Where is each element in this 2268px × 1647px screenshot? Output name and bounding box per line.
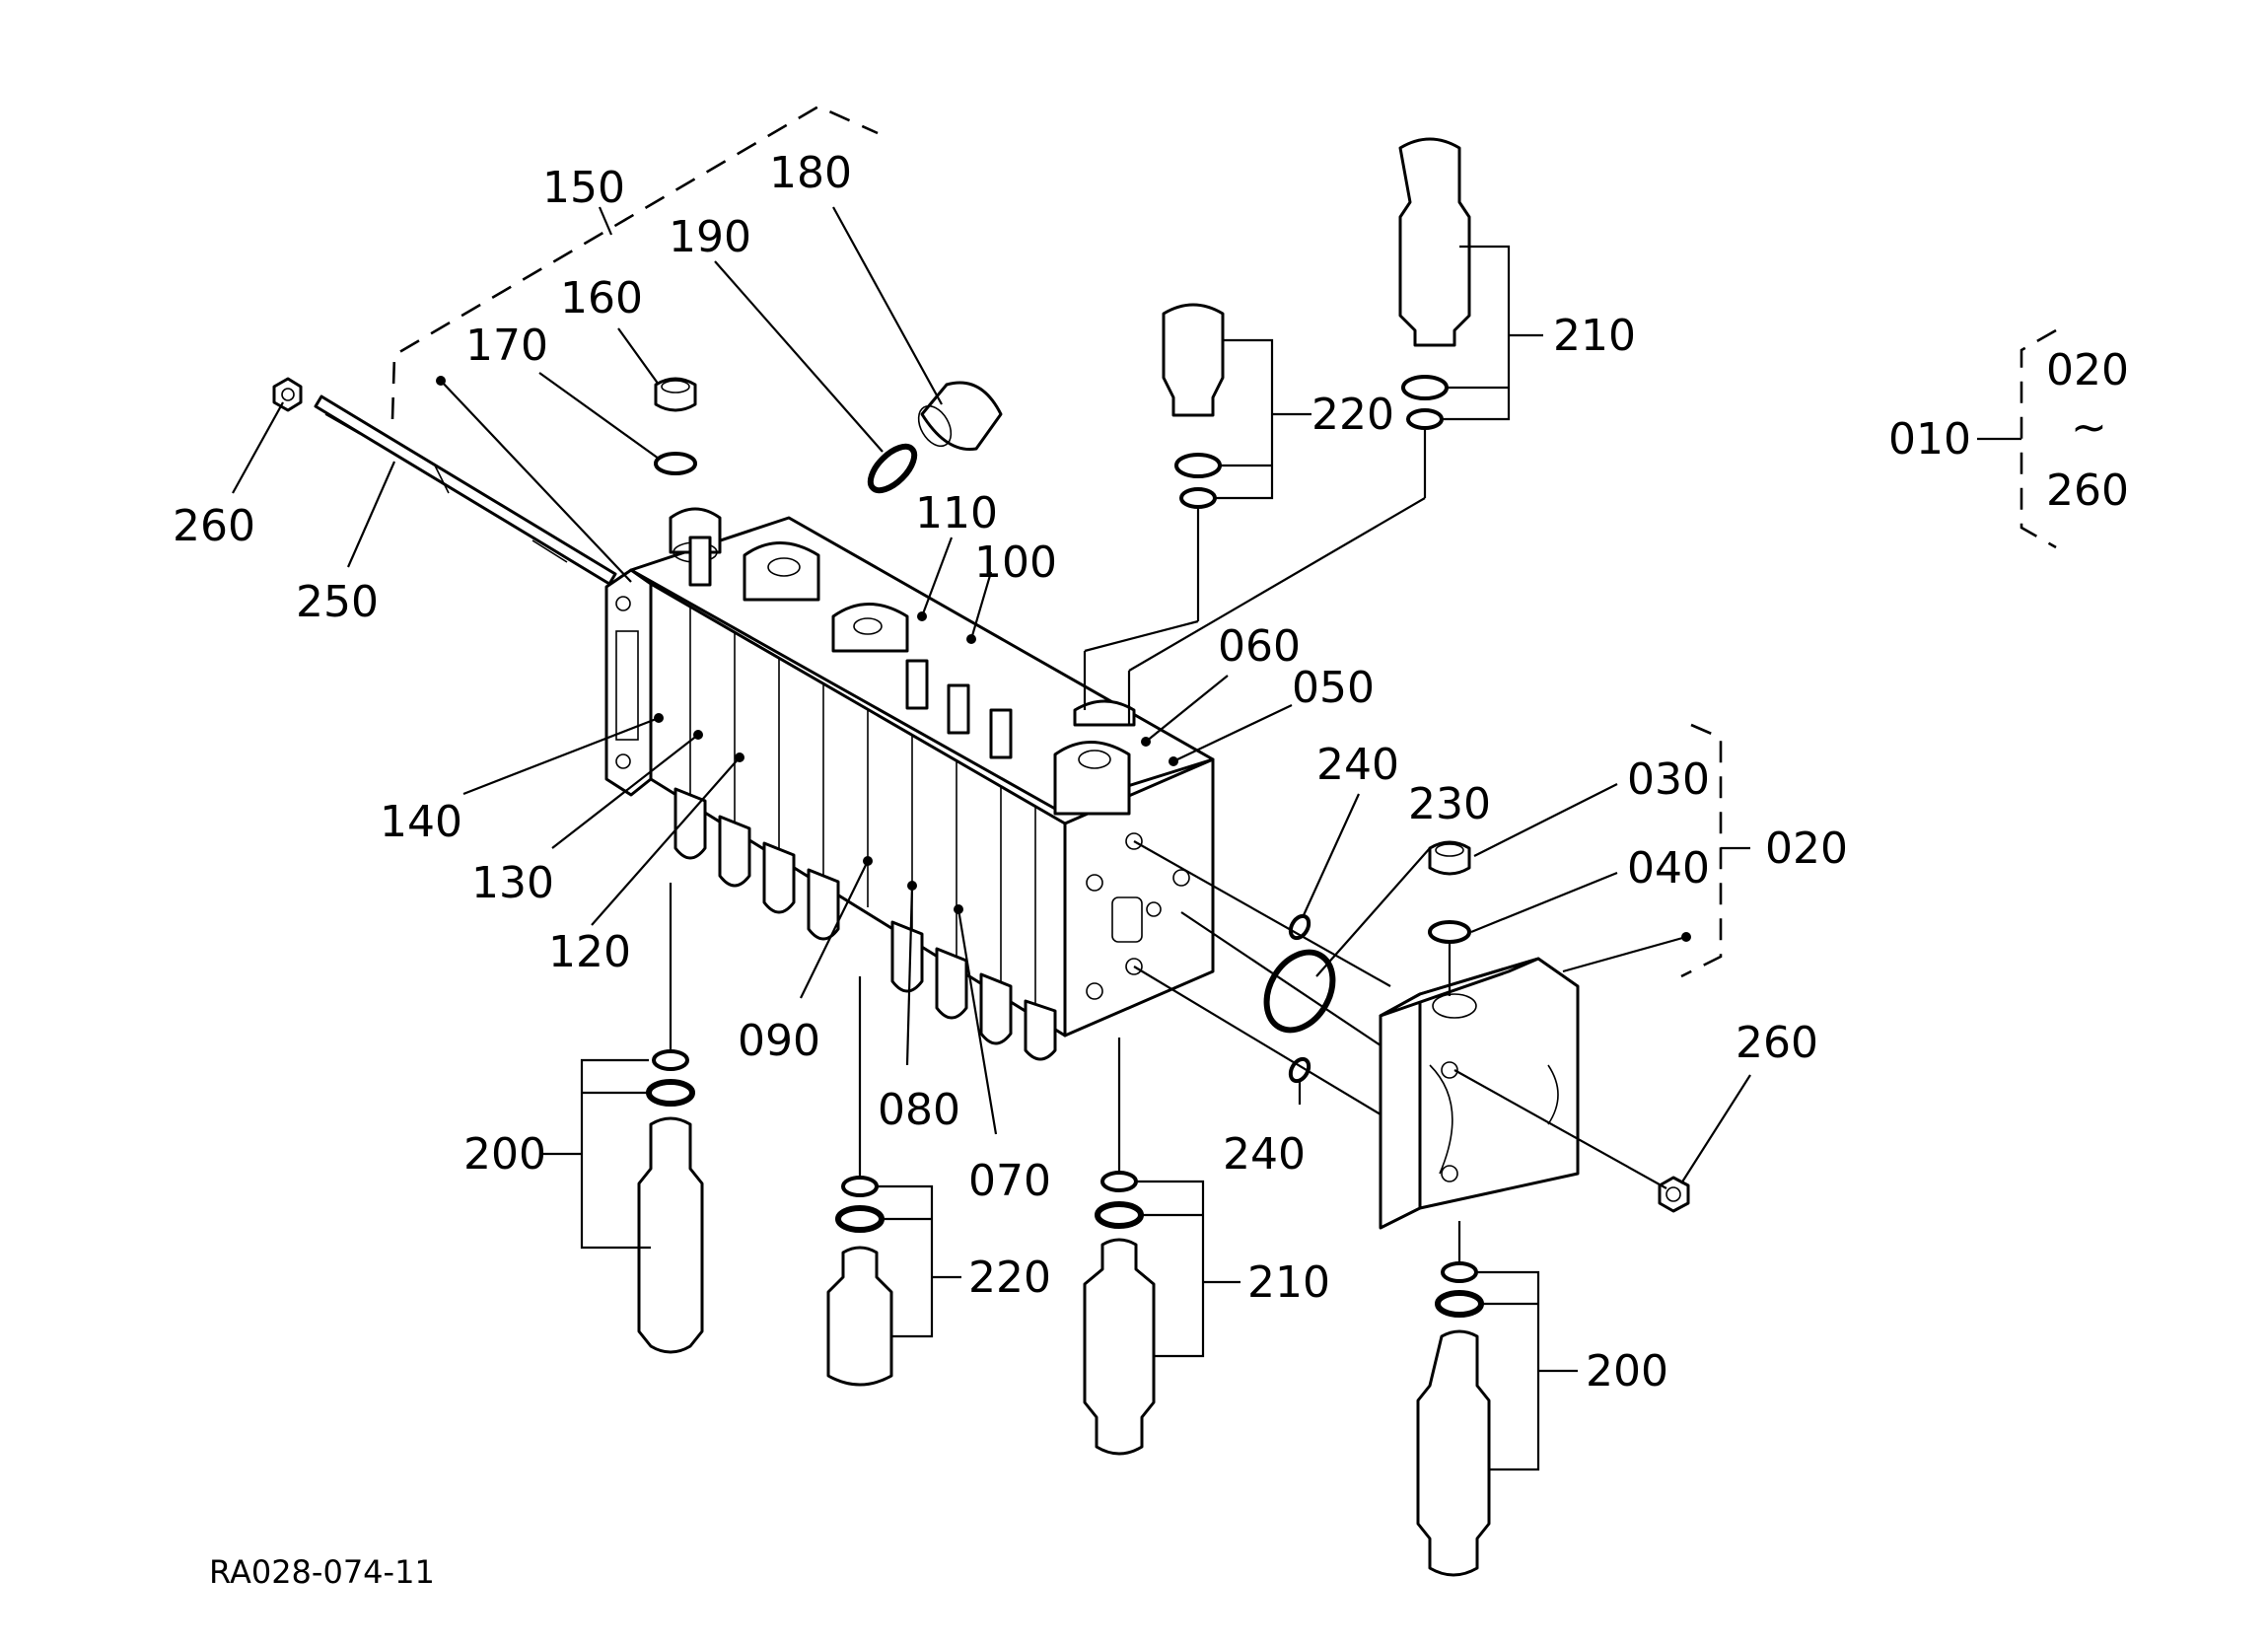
plugs: [654, 377, 1471, 944]
callout-range-tilde: ~: [2071, 402, 2107, 453]
callout-220-bottom: 220: [968, 1253, 1051, 1303]
leader-lines: [232, 105, 2057, 1471]
callout-050: 050: [1292, 663, 1375, 713]
callout-100: 100: [974, 537, 1057, 588]
callout-140: 140: [380, 797, 462, 847]
callout-120: 120: [548, 927, 631, 977]
callout-090: 090: [738, 1016, 820, 1066]
cartridges-bottom: [637, 1049, 1491, 1577]
callout-080: 080: [878, 1085, 960, 1135]
callout-240-top: 240: [1316, 740, 1399, 790]
callout-070: 070: [968, 1156, 1051, 1206]
callout-170: 170: [465, 321, 548, 371]
end-cover-block: [1379, 932, 1691, 1230]
callout-110: 110: [915, 488, 998, 538]
callout-020-sub: 020: [1765, 824, 1848, 874]
callout-230: 230: [1408, 779, 1491, 829]
callout-020-top: 020: [2046, 345, 2129, 395]
callout-260-left: 260: [173, 501, 255, 551]
callout-210-top: 210: [1553, 311, 1636, 361]
callout-260-right: 260: [1736, 1018, 1818, 1068]
callout-190: 190: [669, 212, 751, 262]
tie-rod-assembly: [272, 377, 1690, 1213]
callout-240-bottom: 240: [1223, 1129, 1306, 1180]
callout-260-top: 260: [2046, 465, 2129, 516]
callout-060: 060: [1218, 621, 1301, 672]
callout-040: 040: [1627, 843, 1710, 894]
seals: [1263, 913, 1336, 1084]
callout-160: 160: [560, 273, 643, 323]
callout-210-bottom: 210: [1247, 1257, 1330, 1308]
callout-200-right: 200: [1586, 1346, 1668, 1396]
callout-250: 250: [296, 577, 379, 627]
callout-220-top: 220: [1311, 390, 1394, 440]
cartridges-top: [1162, 137, 1471, 509]
callout-010: 010: [1888, 414, 1971, 465]
callout-030: 030: [1627, 754, 1710, 805]
callout-180: 180: [769, 148, 852, 198]
drawing-code: RA028-074-11: [209, 1553, 435, 1591]
callout-200-left: 200: [463, 1129, 546, 1180]
callout-labels: 150 180 190 160 170 260 250 110 100 060 …: [173, 148, 2129, 1591]
callout-150: 150: [542, 163, 625, 213]
callout-130: 130: [471, 858, 554, 908]
